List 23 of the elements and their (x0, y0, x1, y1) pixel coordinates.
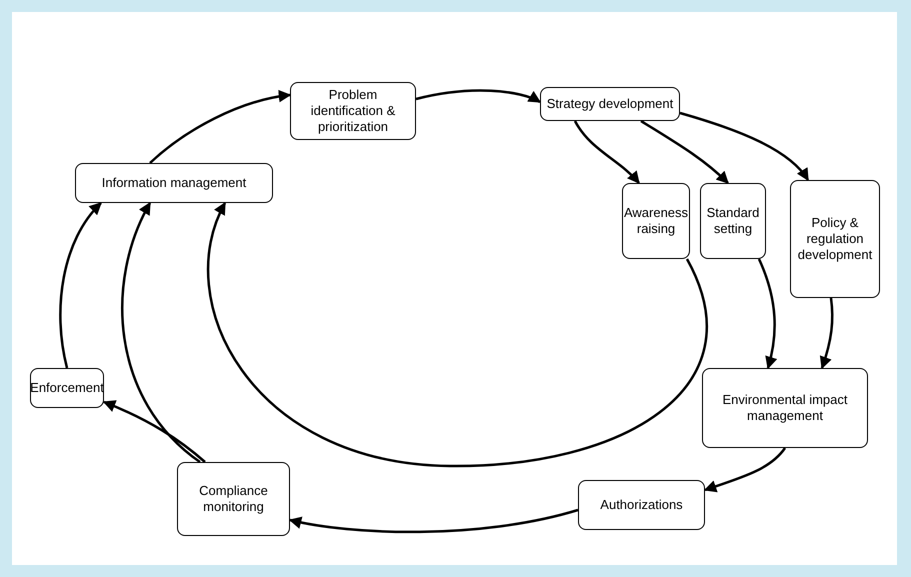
arrow (59, 202, 102, 368)
arrow (207, 202, 708, 468)
process-box: Awareness raising (622, 183, 690, 259)
process-box: Enforcement (30, 368, 104, 408)
arrow (704, 447, 786, 492)
process-box: Compliance monitoring (177, 462, 290, 536)
arrow (121, 202, 201, 463)
process-box: Strategy development (540, 87, 680, 121)
process-box: Authorizations (578, 480, 705, 530)
process-box: Standard setting (700, 183, 766, 259)
process-box: Policy & regulation development (790, 180, 880, 298)
arrow (758, 258, 778, 370)
arrow (820, 298, 834, 370)
arrow (416, 89, 542, 104)
arrow (288, 508, 578, 534)
arrow (680, 112, 810, 182)
process-box: Environmental impact management (702, 368, 868, 448)
process-box: Information management (75, 163, 273, 203)
process-box: Problem identification & prioritization (290, 82, 416, 140)
arrow (102, 400, 206, 463)
arrow (640, 120, 729, 184)
arrow (574, 120, 640, 184)
arrow (149, 90, 292, 164)
